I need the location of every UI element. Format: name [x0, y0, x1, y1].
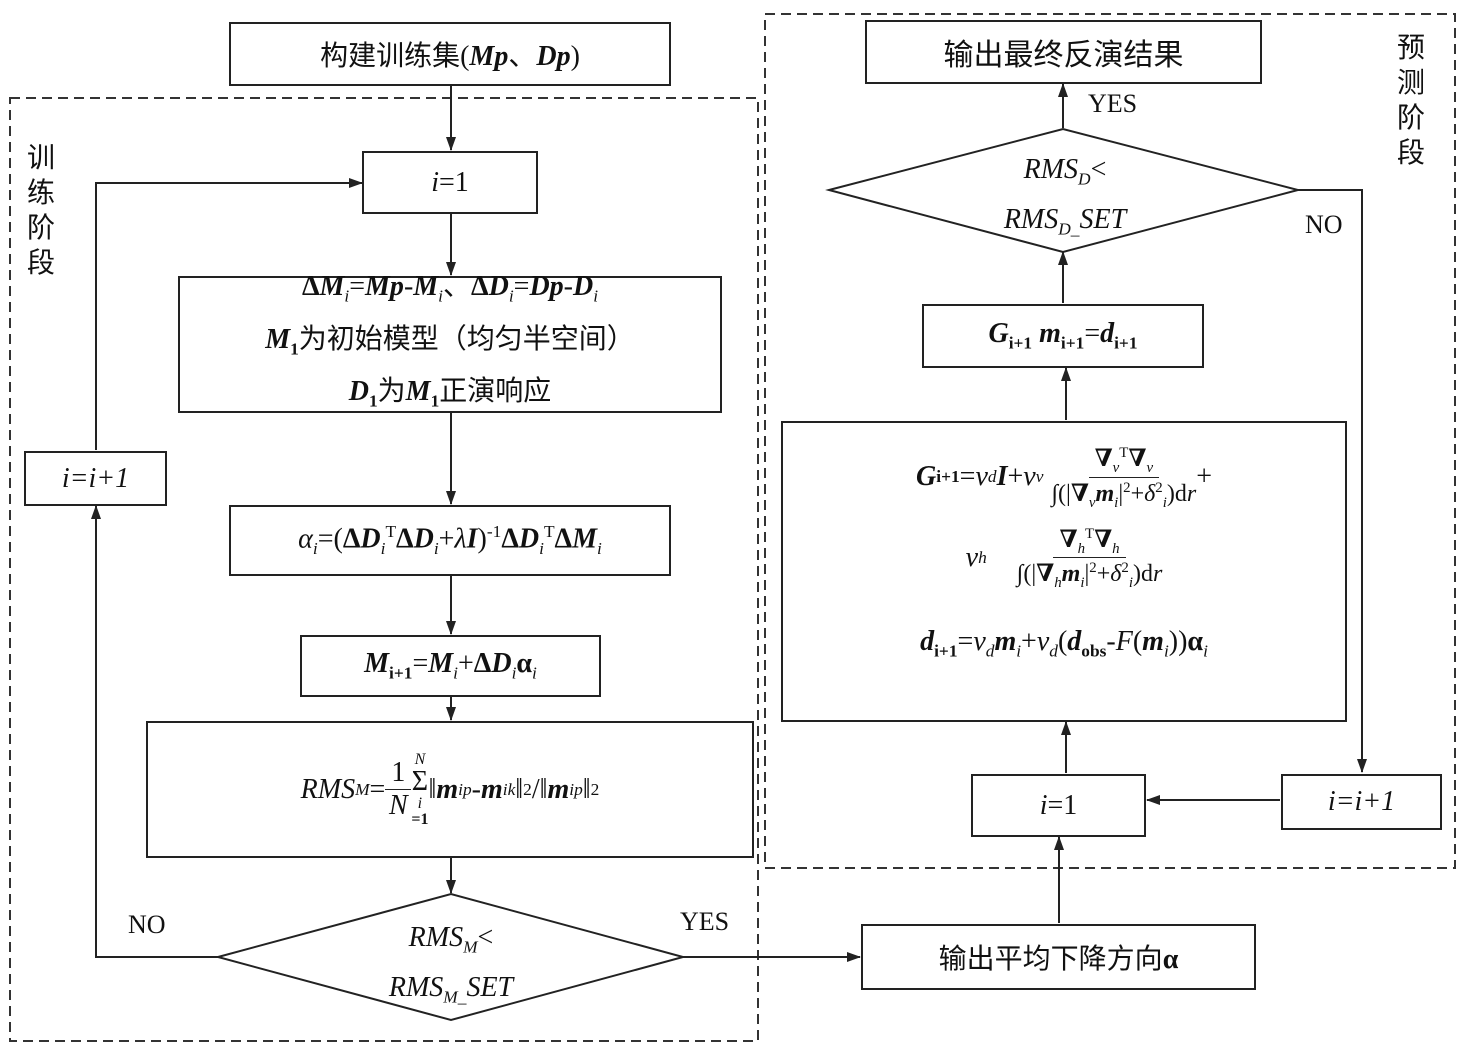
- arrow-no-to-increment-pred: [1298, 189, 1367, 773]
- output-final-result-box: 输出最终反演结果: [865, 20, 1262, 84]
- training-stage-label: 训练阶段: [26, 141, 55, 279]
- build-training-set-box: 构建训练集(Mp、Dp): [229, 22, 671, 86]
- equals-one: =1: [438, 166, 469, 198]
- init-i-box: i=1: [362, 151, 538, 214]
- model-update-box: Mi+1=Mi+ΔDiαi: [300, 635, 601, 697]
- gm-equation-box: Gi+1 mi+1=di+1: [922, 304, 1204, 368]
- forward-response-line: D1为M1正演响应: [348, 374, 552, 411]
- mp-symbol: Mp: [469, 41, 509, 72]
- init-i-prediction-box: i=1: [971, 774, 1146, 837]
- dp-symbol: Dp: [536, 41, 571, 72]
- i-symbol: i: [431, 166, 439, 198]
- no-label-training: NO: [128, 910, 166, 939]
- prediction-stage-label: 预测阶段: [1396, 31, 1425, 169]
- increment-i-box: i=i+1: [24, 451, 167, 506]
- yes-label-prediction: YES: [1088, 89, 1138, 118]
- decision-rms-m-text: RMSM< RMSM_SET: [388, 922, 514, 1007]
- prediction-stage-frame: [764, 13, 1456, 869]
- alpha-formula-box: αi=(ΔDiTΔDi+λI)-1ΔDiTΔMi: [229, 505, 671, 576]
- decision-rms-d-text: RMSD< RMSD_SET: [1003, 154, 1127, 239]
- output-descent-box: 输出平均下降方向α: [861, 924, 1256, 990]
- decision-rms-d-shape: [825, 127, 1302, 254]
- decision-rms-m-shape: [214, 892, 687, 1022]
- initial-model-line: M1为初始模型（均匀半空间）: [265, 321, 635, 359]
- delta-formula-line: ΔMi=Mp-Mi、ΔDi=Dp-Di: [301, 271, 599, 306]
- arrow-no-to-increment: [91, 505, 218, 958]
- training-stage-frame: [9, 97, 759, 1042]
- delta-definition-box: ΔMi=Mp-Mi、ΔDi=Dp-Di M1为初始模型（均匀半空间） D1为M1…: [178, 271, 722, 413]
- separator: 、: [508, 39, 537, 72]
- no-label-prediction: NO: [1305, 210, 1343, 239]
- increment-i-prediction-box: i=i+1: [1281, 774, 1442, 830]
- arrow-increment-to-i1: [95, 178, 363, 450]
- build-training-set-text: 构建训练集: [320, 39, 461, 72]
- yes-label-training: YES: [680, 907, 730, 936]
